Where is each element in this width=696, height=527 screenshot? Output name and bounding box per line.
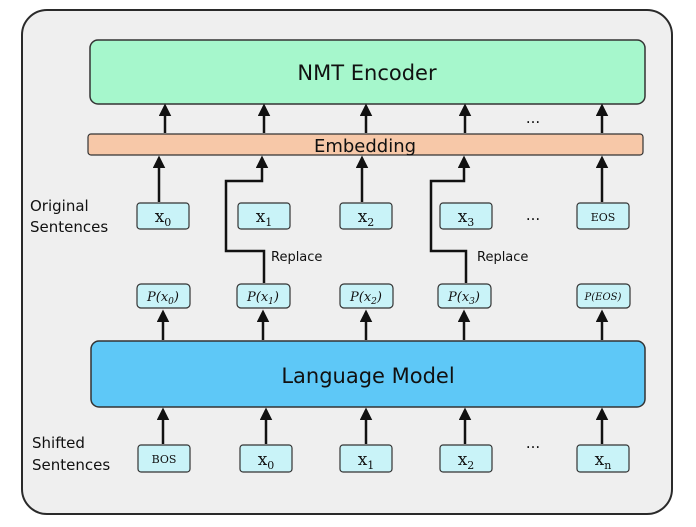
svg-text:xn: xn (595, 450, 612, 472)
original-token-sub: 3 (467, 216, 474, 229)
nmt-encoder-label: NMT Encoder (297, 61, 437, 85)
svg-text:x2: x2 (358, 207, 375, 229)
embedding-label: Embedding (314, 136, 416, 157)
original-ellipsis: ... (526, 206, 540, 224)
svg-text:x0: x0 (258, 450, 275, 472)
replace-label-2: Replace (477, 250, 528, 265)
prob-close: ) (173, 290, 179, 305)
original-token-x1: x1 (237, 202, 291, 230)
prob-fn: P(x (349, 290, 372, 305)
svg-text:x1: x1 (256, 207, 273, 229)
nmt-encoder-block: NMT Encoder (89, 39, 646, 105)
replace-path-x3 (429, 155, 471, 283)
shifted-token-x2: x2 (439, 444, 493, 473)
prob-sub: 0 (168, 297, 174, 307)
shifted-token-sub: n (604, 459, 611, 472)
svg-text:P(x0): P(x0) (146, 290, 179, 307)
original-token-eos-label: EOS (591, 211, 616, 224)
shifted-to-lm-arrows (156, 407, 609, 444)
shifted-token-sub: 2 (467, 459, 474, 472)
prob-fn: P(x (146, 290, 169, 305)
svg-text:P(x1): P(x1) (246, 290, 279, 307)
original-sentences-label-1: Original (30, 197, 89, 215)
original-token-x3: x3 (439, 202, 493, 230)
prob-box-x3: P(x3) (437, 283, 492, 309)
embedding-block: Embedding (87, 133, 644, 157)
original-token-sub: 1 (265, 216, 272, 229)
shifted-token-base: x (358, 450, 368, 470)
shifted-token-base: x (595, 450, 605, 470)
prob-close: ) (376, 290, 382, 305)
original-token-x2: x2 (339, 202, 393, 230)
prob-box-x1: P(x1) (236, 283, 291, 309)
shifted-sentences-label-2: Sentences (32, 456, 110, 474)
prob-box-x2: P(x2) (339, 283, 394, 309)
shifted-ellipsis: ... (526, 434, 540, 452)
prob-box-x0: P(x0) (136, 283, 191, 309)
shifted-token-base: x (258, 450, 268, 470)
prob-sub: 1 (268, 297, 274, 307)
tokens-to-embedding-arrows (152, 155, 609, 202)
svg-text:x1: x1 (358, 450, 375, 472)
language-model-label: Language Model (281, 364, 454, 388)
original-sentences-label-2: Sentences (30, 218, 108, 236)
shifted-token-x0: x0 (239, 444, 293, 473)
prob-sub: 2 (370, 297, 377, 307)
embedding-to-encoder-arrows (158, 103, 609, 133)
original-token-base: x (358, 207, 368, 227)
language-model-block: Language Model (90, 340, 646, 408)
lm-to-prob-arrows (156, 309, 609, 340)
original-token-x0: x0 (136, 202, 190, 230)
original-token-sub: 2 (367, 216, 374, 229)
prob-fn: P(x (447, 290, 470, 305)
prob-sub: 3 (469, 297, 475, 307)
prob-fn: P(x (246, 290, 269, 305)
shifted-token-base: x (458, 450, 468, 470)
original-token-eos: EOS (576, 202, 630, 230)
prob-close: ) (474, 290, 480, 305)
prob-box-eos: P(EOS) (576, 283, 631, 309)
shifted-token-x1: x1 (339, 444, 393, 473)
replace-path-x1 (224, 155, 269, 283)
original-token-base: x (155, 207, 165, 227)
shifted-sentences-label-1: Shifted (32, 434, 85, 452)
original-token-base: x (458, 207, 468, 227)
shifted-token-sub: 1 (367, 459, 374, 472)
original-token-base: x (256, 207, 266, 227)
svg-text:P(x2): P(x2) (349, 290, 382, 307)
encoder-ellipsis: ... (526, 109, 540, 127)
svg-text:x2: x2 (458, 450, 475, 472)
shifted-token-xn: xn (576, 444, 630, 473)
shifted-token-bos-label: BOS (152, 453, 177, 466)
shifted-token-bos: BOS (137, 444, 191, 473)
shifted-token-sub: 0 (267, 459, 274, 472)
replace-label-1: Replace (271, 250, 322, 265)
original-token-sub: 0 (164, 216, 171, 229)
svg-text:x0: x0 (155, 207, 172, 229)
prob-close: ) (273, 290, 279, 305)
prob-eos-label: P(EOS) (584, 292, 622, 303)
svg-text:x3: x3 (458, 207, 475, 229)
svg-text:P(x3): P(x3) (447, 290, 480, 307)
